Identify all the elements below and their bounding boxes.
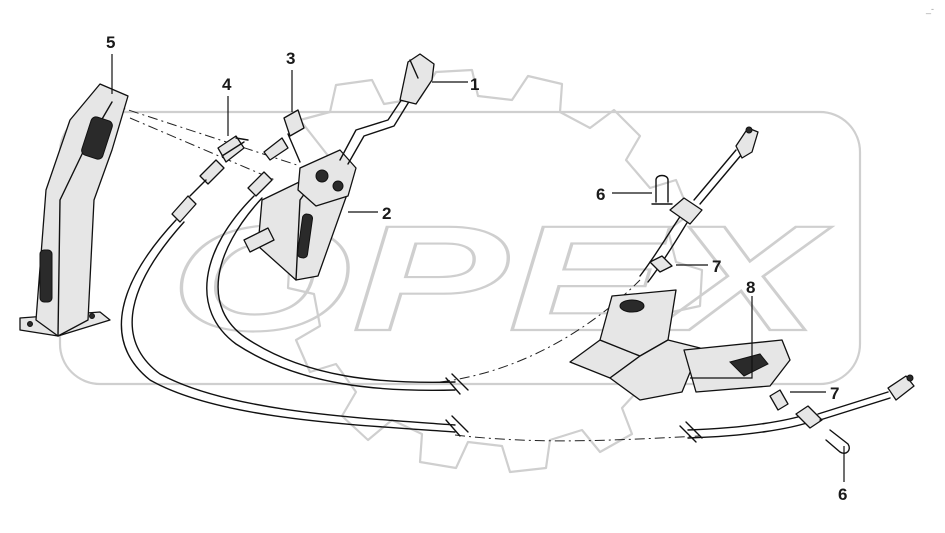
floor-bracket <box>19 83 129 337</box>
watermark: OPEX <box>58 68 862 474</box>
bracket-slot <box>39 249 53 303</box>
u-clip-upper <box>651 174 673 205</box>
cable-end-fitting-right <box>247 109 305 197</box>
callouts: 1 2 3 4 5 6 6 7 7 8 <box>106 33 847 504</box>
callout-4: 4 <box>222 75 232 94</box>
callout-2: 2 <box>382 204 391 223</box>
shift-lever <box>339 53 435 165</box>
callout-6-lower: 6 <box>838 485 847 504</box>
watermark-gear <box>286 68 704 474</box>
shift-tower <box>243 149 357 281</box>
u-clip-lower <box>825 429 850 454</box>
leader-lines <box>111 54 845 482</box>
cable-end-upper-right <box>669 126 759 225</box>
callout-5: 5 <box>106 33 115 52</box>
shift-knob <box>399 53 435 105</box>
clamp-upper <box>649 255 673 273</box>
clamp-lower <box>769 389 789 411</box>
corner-mark: _- <box>925 4 934 14</box>
cable-end-lower-right <box>795 374 915 429</box>
callout-7-upper: 7 <box>712 257 721 276</box>
callout-7-lower: 7 <box>830 384 839 403</box>
callout-8: 8 <box>746 278 755 297</box>
callout-6-upper: 6 <box>596 185 605 204</box>
cable-break-mark <box>445 415 469 437</box>
cable-end-fitting-left <box>171 135 249 223</box>
callout-1: 1 <box>470 75 479 94</box>
bracket-window <box>81 116 113 160</box>
callout-3: 3 <box>286 49 295 68</box>
mounting-bracket <box>569 289 791 401</box>
